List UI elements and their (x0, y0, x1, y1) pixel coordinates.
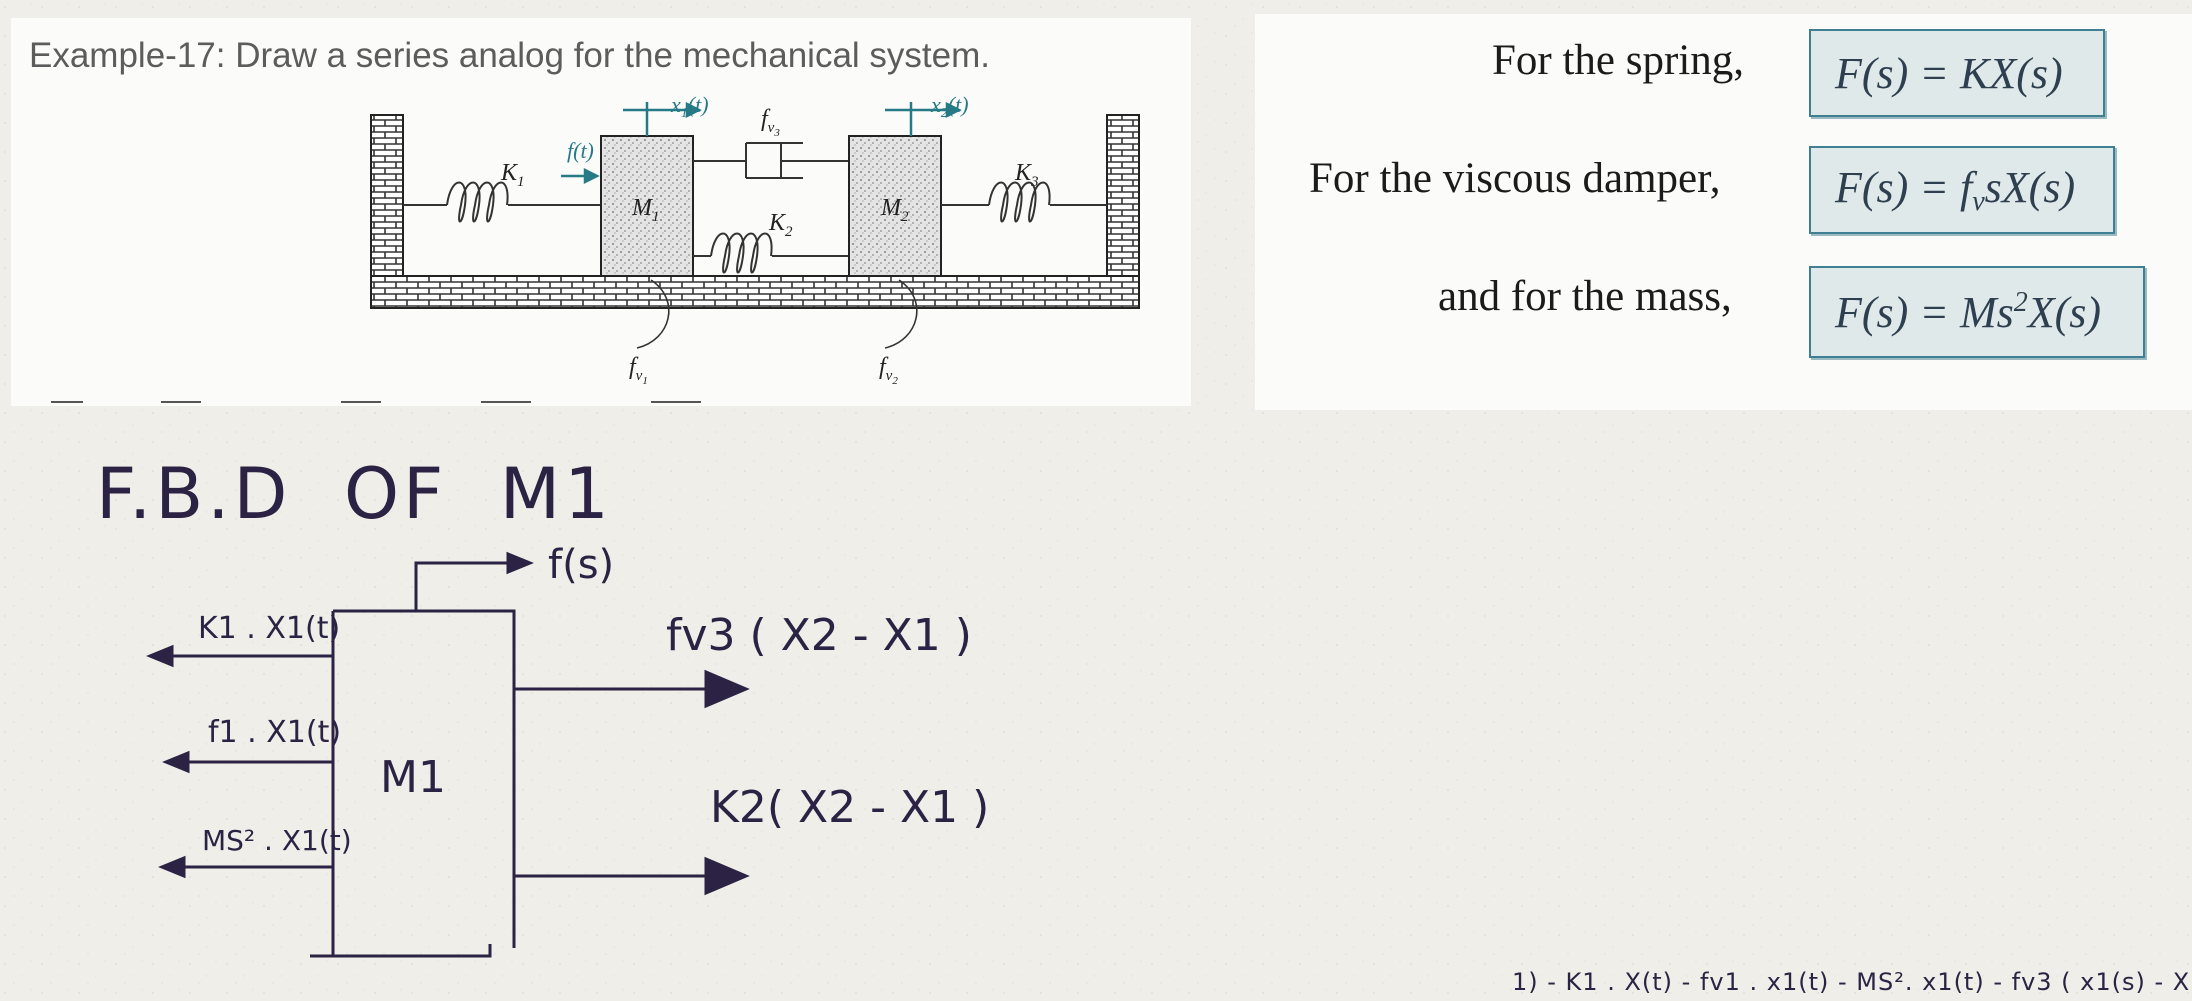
spring-k3 (941, 181, 1107, 223)
left-force-3: MS² . X1(t) (202, 824, 352, 857)
k2-label: K2 (768, 210, 793, 240)
mechanical-system-diagram: K1 M1 K2 fv3 M2 K3 (51, 92, 1140, 403)
spring-k2 (693, 232, 849, 274)
formula-panel: For the spring, F(s) = KX(s) For the vis… (1255, 14, 2192, 410)
right-force-arrows (514, 669, 750, 896)
arrow-left-icon (146, 644, 174, 668)
right-force-2: K2( X2 - X1 ) (710, 782, 989, 833)
mass-formula-box: F(s) = Ms2X(s) (1809, 266, 2145, 358)
right-force-1: fv3 ( X2 - X1 ) (666, 610, 972, 661)
spring-formula: F(s) = KX(s) (1835, 48, 2063, 98)
m2-label: M2 (880, 195, 909, 225)
equation-line: 1) - K1 . X(t) - fv1 . x1(t) - MS². x1(t… (1512, 968, 2192, 996)
spring-formula-box: F(s) = KX(s) (1809, 29, 2105, 117)
example-panel: Example-17: Draw a series analog for the… (11, 18, 1191, 406)
fv1-leader (636, 279, 670, 349)
x1-label: x1(t) (670, 92, 709, 121)
x2-displacement-arrow-icon (885, 101, 962, 136)
applied-force-arrow-icon (414, 551, 534, 611)
left-force-2: f1 . X1(t) (208, 715, 341, 750)
k3-label: K3 (1014, 160, 1039, 190)
example-title: Example-17: Draw a series analog for the… (29, 36, 990, 75)
fv3-label: fv3 (761, 106, 780, 139)
left-force-arrows (146, 644, 333, 879)
arrow-right-icon (704, 856, 750, 896)
spring-formula-label: For the spring, (1492, 37, 1745, 84)
k1-label: K1 (500, 160, 525, 190)
applied-force-label: f(s) (548, 542, 614, 588)
spring-k1 (403, 181, 601, 223)
fv1-label: fv1 (629, 354, 648, 387)
floor (370, 275, 1140, 309)
mass-m1 (600, 135, 694, 277)
fv2-label: fv2 (879, 354, 898, 387)
damper-formula-box: F(s) = fvsX(s) (1809, 146, 2115, 234)
left-force-1: K1 . X1(t) (198, 611, 340, 646)
m1-label: M1 (631, 195, 660, 225)
mass-formula: F(s) = Ms2X(s) (1835, 286, 2102, 337)
mass-formula-label: and for the mass, (1438, 273, 1732, 320)
force-label: f(t) (567, 138, 594, 163)
arrow-right-icon (704, 669, 750, 709)
x2-label: x2(t) (930, 92, 969, 121)
arrow-left-icon (158, 855, 186, 879)
applied-force-arrow-icon (561, 167, 600, 185)
fbd-block-label: M1 (380, 752, 446, 803)
fbd-block (310, 609, 516, 958)
arrow-left-icon (162, 750, 190, 774)
mass-m2 (848, 135, 942, 277)
fbd-heading: F.B.D OF M1 (96, 453, 613, 535)
damper-formula: F(s) = fvsX(s) (1835, 163, 2076, 217)
fv2-leader (884, 279, 918, 349)
damper-fv3 (693, 142, 849, 179)
damper-formula-label: For the viscous damper, (1309, 155, 1721, 202)
x1-displacement-arrow-icon (623, 101, 702, 136)
